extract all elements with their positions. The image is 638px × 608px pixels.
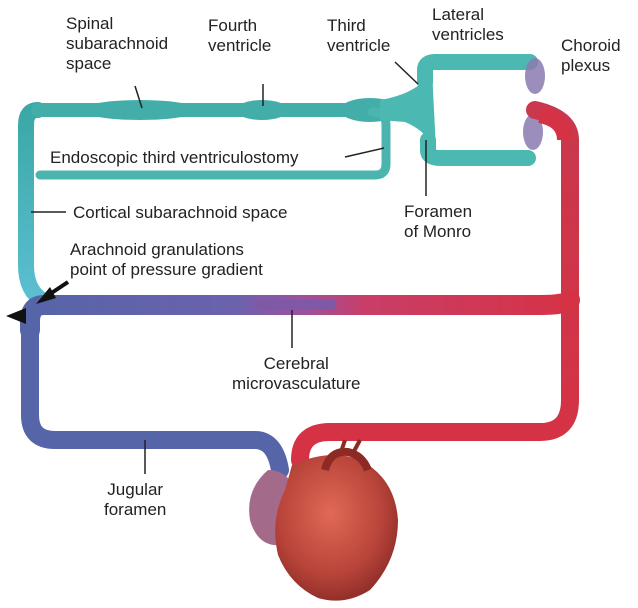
pressure-pointer (6, 308, 26, 324)
label-third-ventricle: Third ventricle (327, 16, 390, 56)
vein-left-loop (30, 318, 280, 470)
leader-third (395, 62, 418, 84)
leader-endoscopic (345, 148, 384, 157)
label-spinal-subarachnoid: Spinal subarachnoid space (66, 14, 168, 74)
label-lateral-ventricles: Lateral ventricles (432, 5, 504, 45)
fourth-ventricle-bulge (236, 100, 288, 120)
label-arachnoid: Arachnoid granulations point of pressure… (70, 240, 263, 280)
label-choroid-plexus: Choroid plexus (561, 36, 621, 76)
cortical-subarachnoid-tube (26, 110, 42, 300)
label-cortical: Cortical subarachnoid space (73, 203, 288, 223)
label-endoscopic: Endoscopic third ventriculostomy (50, 148, 299, 168)
label-cerebral: Cerebral microvasculature (232, 354, 361, 394)
lateral-ventricle-lower (428, 140, 528, 158)
label-jugular: Jugular foramen (104, 480, 166, 520)
lateral-ventricle-upper (425, 62, 530, 82)
artery-to-plexus (540, 115, 565, 140)
choroid-plexus-upper (525, 58, 545, 94)
label-foramen-monro: Foramen of Monro (404, 202, 472, 242)
label-fourth-ventricle: Fourth ventricle (208, 16, 271, 56)
cerebral-microvasculature-narrowing (255, 300, 335, 310)
heart (275, 455, 398, 601)
jugular-foramen-narrowing (125, 435, 175, 445)
